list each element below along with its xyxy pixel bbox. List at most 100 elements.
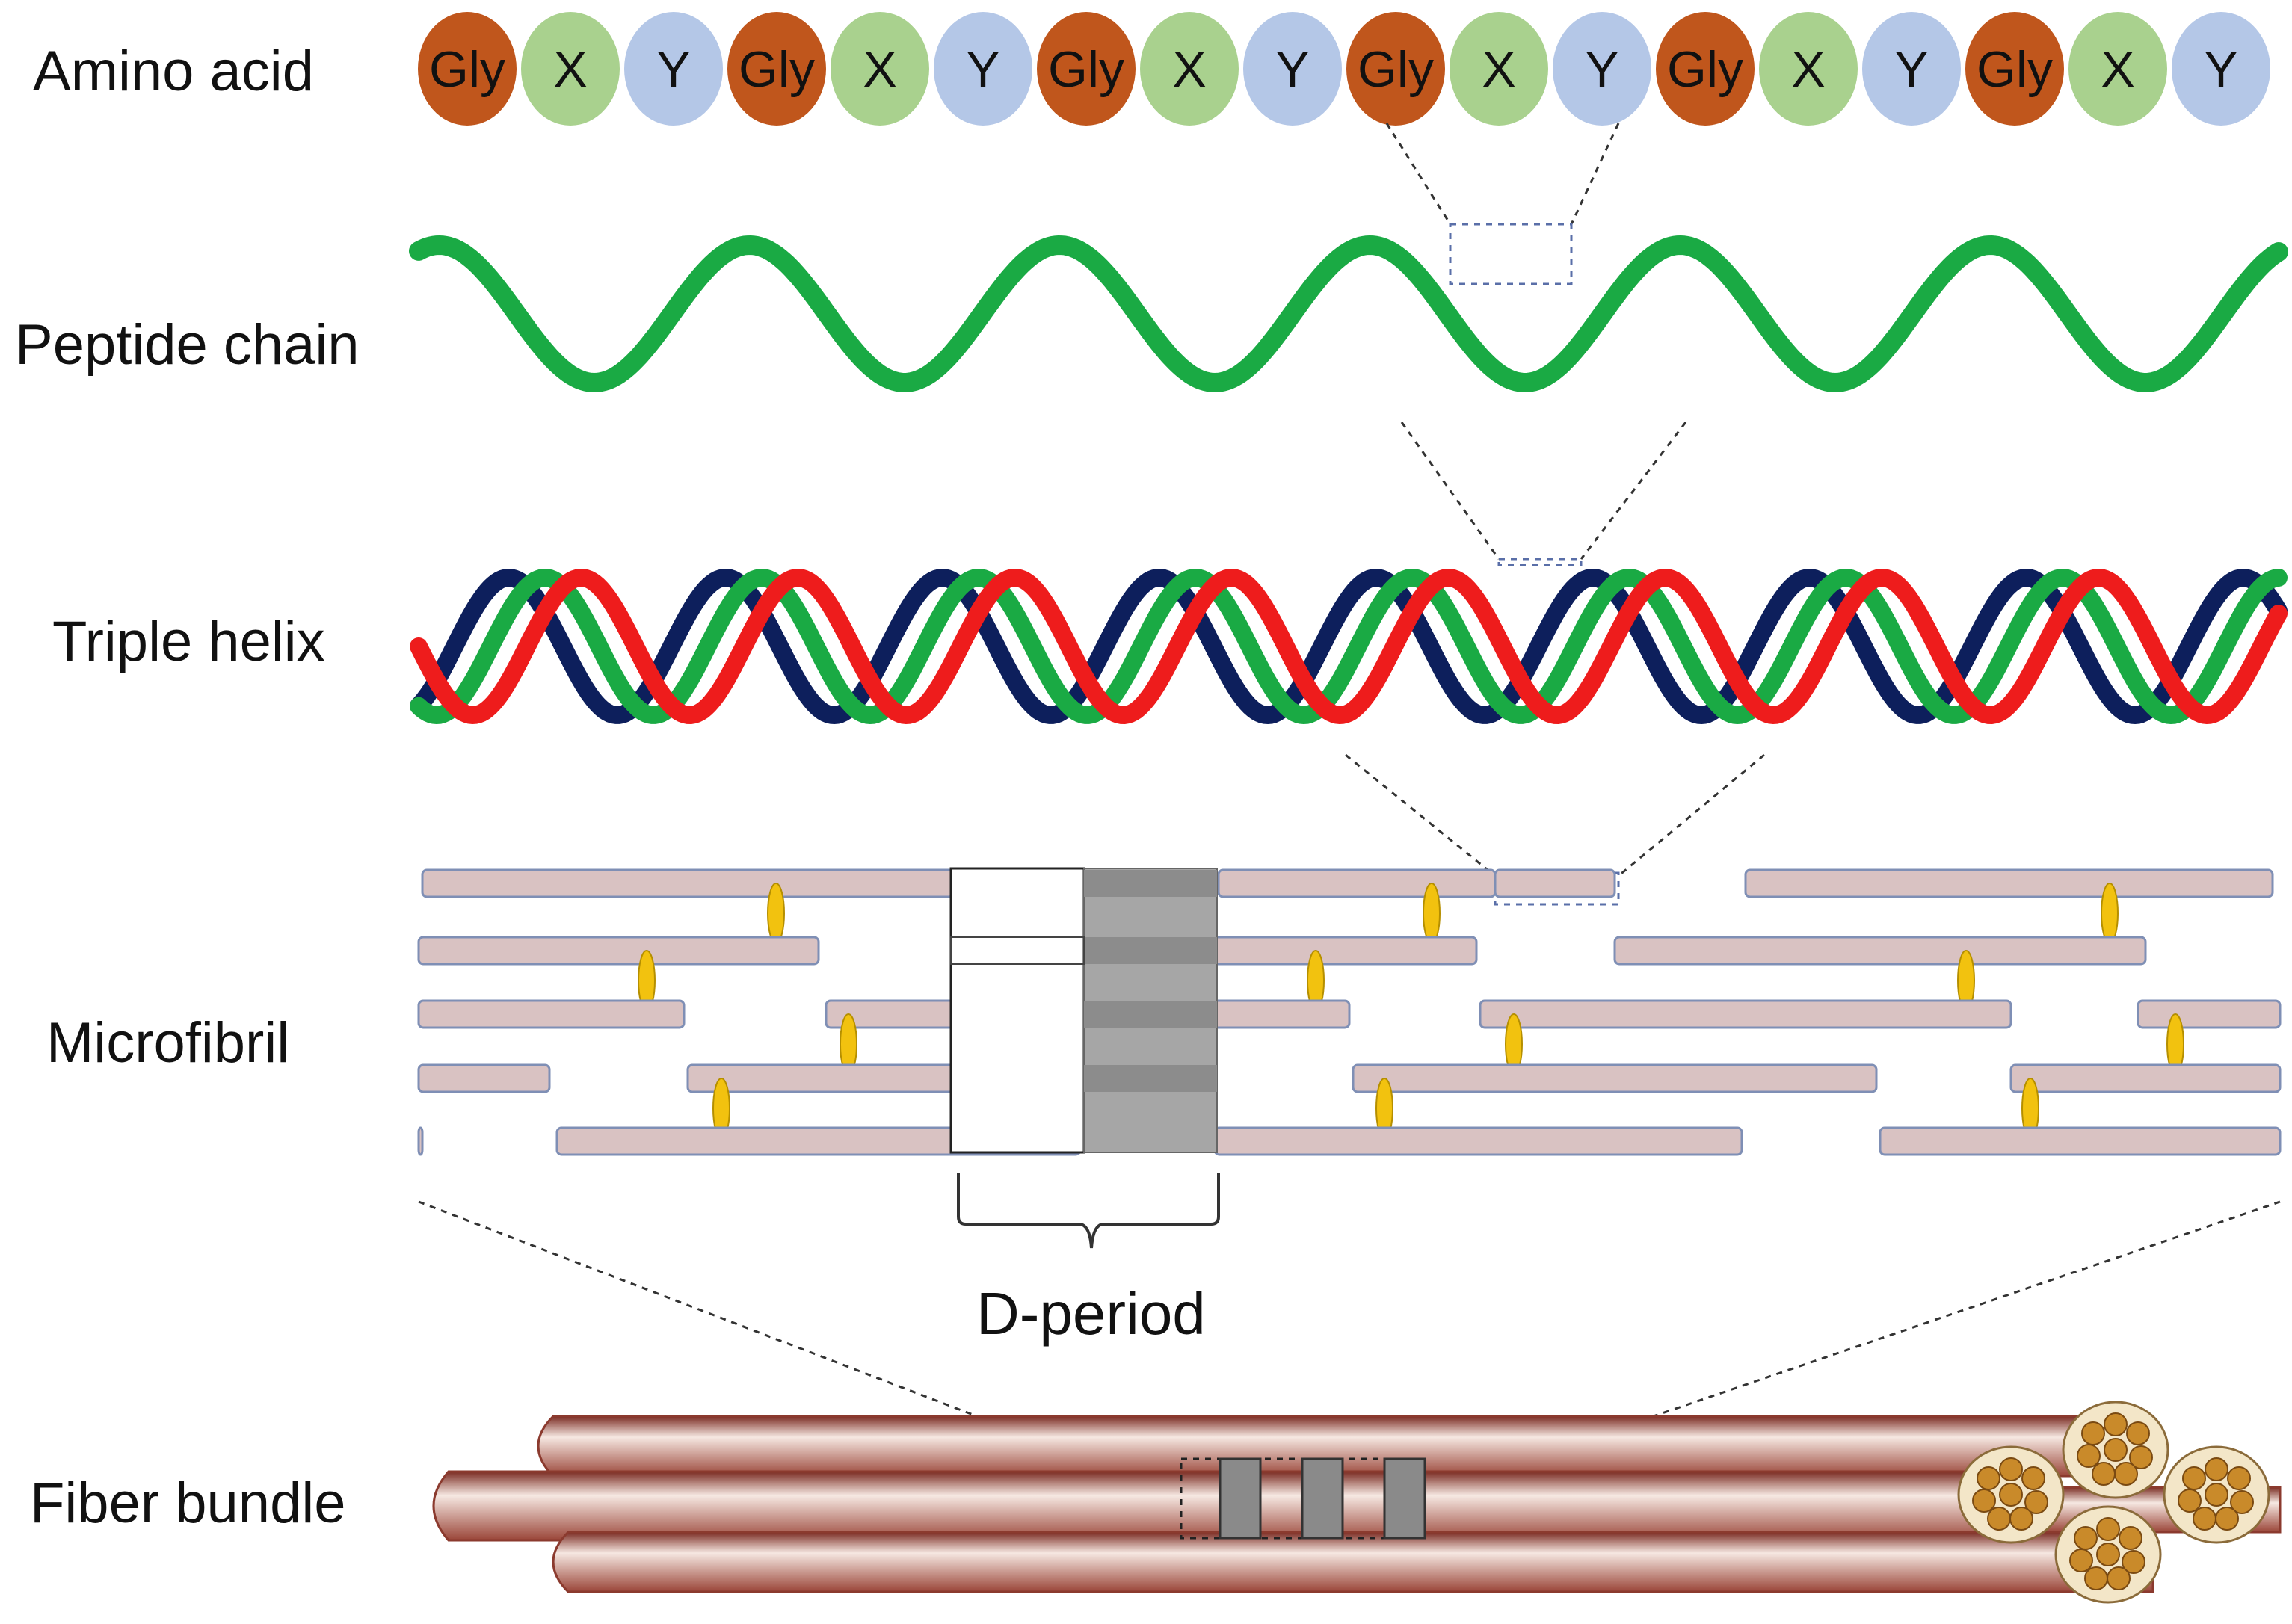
residue-label: Gly (1977, 41, 2053, 98)
residue-label: X (1791, 41, 1825, 98)
label-microfibril: Microfibril (46, 1011, 290, 1075)
residue-x (1140, 12, 1239, 126)
overlap-zone (949, 867, 1085, 1154)
microfibril-cross-section (2077, 1444, 2101, 1468)
gap-rod (1084, 1065, 1217, 1092)
residue-gly (1037, 12, 1136, 126)
d-band (1301, 1457, 1344, 1540)
microfibril-cross-section (1999, 1483, 2023, 1507)
microfibril-cross-section (2069, 1549, 2093, 1572)
microfibril-cross-section (2215, 1507, 2239, 1531)
microfibril-cross-section (1999, 1457, 2023, 1481)
microfibril-cross-section (2009, 1507, 2033, 1531)
residue-gly (418, 12, 517, 126)
residue-label: X (1172, 41, 1206, 98)
fibril-tube (537, 1415, 2154, 1478)
overlap-rod (950, 936, 1085, 965)
residue-label: Gly (739, 41, 815, 98)
microfibril-cross-section (2182, 1466, 2206, 1490)
residue-y (934, 12, 1032, 126)
tropocollagen-rod (1744, 868, 2274, 898)
microfibril-cross-section (2126, 1421, 2150, 1445)
tropocollagen-rod (1213, 1126, 1743, 1156)
fiber-bundle (432, 1401, 2282, 1604)
residue-gly (1346, 12, 1445, 126)
microfibril-cross-section (2114, 1462, 2138, 1486)
residue-label: Y (966, 41, 999, 98)
residue-label: Gly (429, 41, 505, 98)
residue-label: X (863, 41, 896, 98)
zoom-connectors (418, 123, 2281, 1496)
microfibril-cross-section (2096, 1517, 2120, 1541)
tropocollagen-rod (2137, 999, 2282, 1029)
microfibril-cross-section (2081, 1421, 2105, 1445)
microfibril-cross-section (2092, 1462, 2116, 1486)
residue-label: Y (1894, 41, 1928, 98)
residue-label: Gly (1667, 41, 1743, 98)
microfibril-cross-section (2104, 1412, 2128, 1436)
tropocollagen-rod (421, 868, 955, 898)
microfibril-cross-section (2084, 1566, 2108, 1590)
label-fiber-bundle: Fiber bundle (30, 1472, 346, 1535)
residue-label: X (2101, 41, 2134, 98)
microfibril-cross-section (2021, 1466, 2045, 1490)
residue-x (831, 12, 929, 126)
helix-strand-navy (410, 568, 2288, 725)
crosslink-marker (1423, 883, 1441, 944)
tropocollagen-rod (1479, 999, 2012, 1029)
d-band (1383, 1457, 1426, 1540)
residue-gly (727, 12, 826, 126)
microfibril-cross-section (2178, 1489, 2202, 1513)
residue-label: Y (656, 41, 690, 98)
helix-strand-red (410, 568, 2288, 725)
microfibril-cross-section (1972, 1489, 1996, 1513)
peptide-chain-wave (409, 235, 2288, 393)
tropocollagen-rod (417, 1126, 424, 1156)
label-amino-acid: Amino acid (33, 40, 314, 103)
microfibril-cross-section (2096, 1543, 2120, 1566)
microfibril-cross-section (2024, 1490, 2048, 1514)
residue-x (2068, 12, 2167, 126)
microfibril-cross-section (2205, 1483, 2228, 1507)
tropocollagen-rod (1613, 936, 2147, 966)
residue-label: Y (1585, 41, 1618, 98)
tropocollagen-rod (417, 1063, 551, 1093)
tropocollagen-rod (417, 936, 820, 966)
microfibril-cross-section (2227, 1466, 2251, 1490)
residue-gly (1965, 12, 2064, 126)
residue-x (1759, 12, 1858, 126)
residue-x (521, 12, 620, 126)
microfibril-cross-section (2074, 1526, 2098, 1550)
microfibril-cross-section (2205, 1457, 2228, 1481)
tropocollagen-rod (1494, 868, 1616, 898)
gap-rod (1084, 1001, 1217, 1028)
residue-label: Gly (1048, 41, 1124, 98)
gap-rod (1084, 937, 1217, 964)
triple-helix-strands (410, 568, 2288, 725)
tropocollagen-rod (1879, 1126, 2282, 1156)
residue-label: X (553, 41, 587, 98)
residue-y (624, 12, 723, 126)
microfibril-cross-section (2193, 1507, 2216, 1531)
residue-y (1862, 12, 1961, 126)
microfibril-cross-section (2104, 1438, 2128, 1462)
label-triple-helix: Triple helix (52, 610, 325, 673)
crosslink-marker (2101, 883, 2119, 944)
microfibril-cross-section (2129, 1445, 2153, 1469)
microfibril-array (417, 867, 2282, 1156)
microfibril-cross-section (2107, 1566, 2131, 1590)
residue-gly (1656, 12, 1755, 126)
crosslink-marker (767, 883, 785, 944)
d-band (1219, 1457, 1262, 1540)
gap-rod (1084, 870, 1217, 897)
microfibril-cross-section (2122, 1550, 2145, 1574)
d-period-bracket (957, 1173, 1220, 1249)
residue-y (1553, 12, 1651, 126)
microfibril-cross-section (1987, 1507, 2011, 1531)
microfibril-cross-section (1977, 1466, 2000, 1490)
tropocollagen-rod (1217, 868, 1497, 898)
microfibril-cross-section (2230, 1490, 2254, 1514)
residue-label: Y (2204, 41, 2237, 98)
